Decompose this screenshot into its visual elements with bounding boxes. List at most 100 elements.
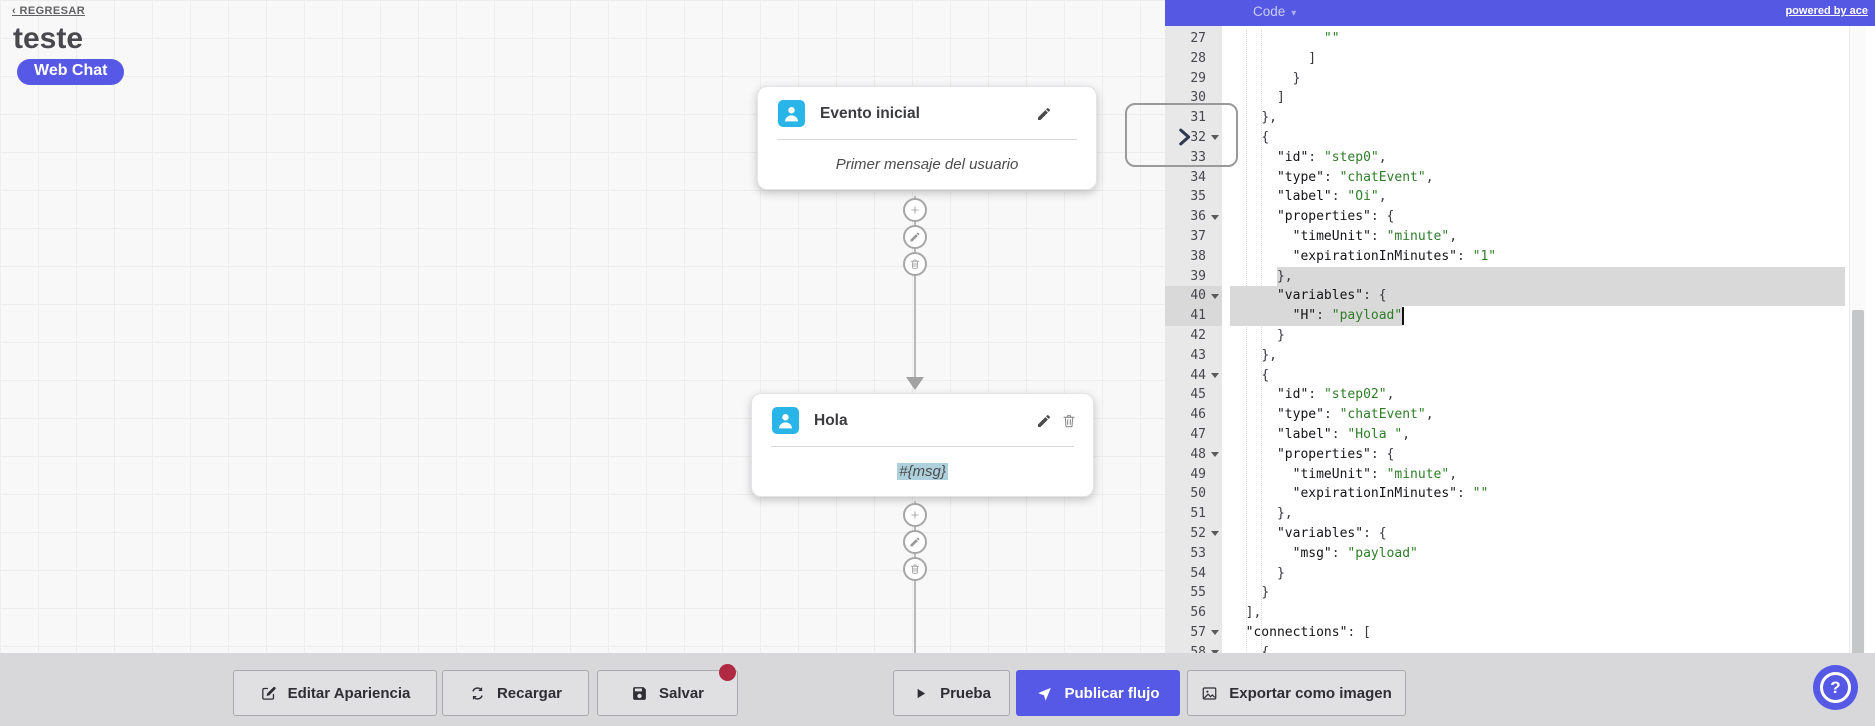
flow-canvas[interactable]: ‹ REGRESAR teste Web Chat Evento inicial… <box>0 0 1165 653</box>
gutter-line: 38 <box>1165 246 1222 267</box>
plus-step-button[interactable] <box>903 198 927 222</box>
chevron-right-icon <box>1179 128 1191 146</box>
gutter-line[interactable]: 52 <box>1165 523 1222 544</box>
code-line: "variables": { <box>1276 288 1387 304</box>
gutter-line: 51 <box>1165 504 1222 524</box>
node-title: Hola <box>814 411 848 429</box>
code-line: "properties": { <box>1276 446 1395 462</box>
code-line: "type": "chatEvent", <box>1276 407 1434 423</box>
pencil-icon <box>910 537 920 547</box>
gutter-line: 39 <box>1165 266 1222 287</box>
gutter-line: 49 <box>1165 464 1222 485</box>
gutter-line[interactable]: 36 <box>1165 207 1222 227</box>
gutter-line[interactable]: 58 <box>1165 642 1222 654</box>
pencil-step-button[interactable] <box>903 225 927 249</box>
node-divider <box>771 446 1074 447</box>
pencil-icon <box>910 232 920 242</box>
salvar-button[interactable]: Salvar <box>597 670 738 716</box>
gutter-line: 56 <box>1165 603 1222 623</box>
fold-caret-icon <box>1211 214 1219 220</box>
edit-node-icon[interactable] <box>1036 413 1052 429</box>
collapse-panel-button[interactable] <box>1125 103 1238 167</box>
code-line: ] <box>1308 50 1317 66</box>
gutter-line: 35 <box>1165 187 1222 208</box>
fold-caret-icon <box>1211 531 1219 537</box>
trash-step-button[interactable] <box>903 557 927 581</box>
fold-caret-icon <box>1211 372 1219 378</box>
flow-title: teste <box>13 22 84 55</box>
code-line: ], <box>1245 605 1262 621</box>
rocket-icon <box>1036 685 1053 702</box>
plus-icon <box>911 206 919 214</box>
node-body-text: #{msg} <box>752 447 1093 496</box>
code-line: }, <box>1276 268 1293 284</box>
code-line: { <box>1261 644 1270 654</box>
code-line: "properties": { <box>1276 209 1395 225</box>
pencil-step-button[interactable] <box>903 530 927 554</box>
indent-guide <box>1246 29 1247 654</box>
code-line: ] <box>1276 90 1285 106</box>
trash-icon <box>910 564 920 574</box>
gutter-line: 45 <box>1165 385 1222 406</box>
scrollbar-thumb[interactable] <box>1852 310 1864 654</box>
trash-step-button[interactable] <box>903 252 927 276</box>
question-mark-icon: ? <box>1820 672 1851 703</box>
trash-icon <box>910 259 920 269</box>
plus-step-button[interactable] <box>903 503 927 527</box>
exportar-button[interactable]: Exportar como imagen <box>1187 670 1406 716</box>
gutter-line: 41 <box>1165 306 1222 326</box>
gutter-line[interactable]: 32 <box>1165 127 1222 148</box>
back-link[interactable]: ‹ REGRESAR <box>12 5 86 17</box>
edit-square-icon <box>261 686 276 700</box>
connection-arrow <box>906 377 924 390</box>
selection-highlight <box>1230 306 1402 326</box>
gutter-line: 27 <box>1165 29 1222 49</box>
help-button[interactable]: ? <box>1813 665 1858 710</box>
code-content[interactable]: "" ] } ] }, { "id": "step0", "type": "ch… <box>1230 29 1496 654</box>
code-line: "label": "Oi", <box>1276 189 1387 205</box>
edit-node-icon[interactable] <box>1036 106 1052 122</box>
code-mode-dropdown[interactable]: Code▾ <box>1253 4 1297 19</box>
code-line: }, <box>1261 110 1277 126</box>
code-line: "expirationInMinutes": "" <box>1292 486 1489 502</box>
refresh-icon <box>472 686 483 700</box>
gutter-line[interactable]: 48 <box>1165 444 1222 465</box>
publicar-button[interactable]: Publicar flujo <box>1016 670 1180 716</box>
recargar-button[interactable]: Recargar <box>442 670 589 716</box>
code-line: } <box>1292 70 1301 86</box>
gutter-line[interactable]: 40 <box>1165 286 1222 307</box>
code-line: } <box>1276 565 1285 581</box>
variable-chip: #{msg} <box>897 463 948 480</box>
powered-by-ace-link[interactable]: powered by ace <box>1785 5 1868 17</box>
code-line: "expirationInMinutes": "1" <box>1292 248 1497 264</box>
fold-caret-icon <box>1211 293 1219 299</box>
node-evento-inicial[interactable]: Evento inicial Primer mensaje del usuari… <box>757 86 1097 190</box>
play-icon <box>917 688 926 698</box>
code-line: } <box>1261 585 1270 601</box>
code-line: "msg": "payload" <box>1292 545 1418 561</box>
connector-actions <box>903 198 927 276</box>
connection-line <box>914 196 916 378</box>
gutter-line[interactable]: 44 <box>1165 365 1222 386</box>
plus-icon <box>911 511 919 519</box>
code-line: "timeUnit": "minute", <box>1292 228 1458 244</box>
gutter-line: 29 <box>1165 68 1222 89</box>
gutter-line[interactable]: 57 <box>1165 622 1222 643</box>
rocket-icon <box>1038 687 1052 701</box>
fold-caret-icon <box>1211 135 1219 141</box>
node-hola[interactable]: Hola #{msg} <box>751 393 1094 497</box>
delete-node-icon[interactable] <box>1061 413 1077 429</box>
save-icon <box>633 686 646 700</box>
prueba-button[interactable]: Prueba <box>893 670 1010 716</box>
save-icon <box>631 685 648 702</box>
gutter-line: 37 <box>1165 226 1222 247</box>
editar-button[interactable]: Editar Apariencia <box>233 670 437 716</box>
gutter-line: 43 <box>1165 345 1222 366</box>
code-line: "timeUnit": "minute", <box>1292 466 1458 482</box>
scrollbar[interactable] <box>1849 26 1866 654</box>
indent-guide <box>1261 29 1262 654</box>
gutter-line: 46 <box>1165 405 1222 425</box>
